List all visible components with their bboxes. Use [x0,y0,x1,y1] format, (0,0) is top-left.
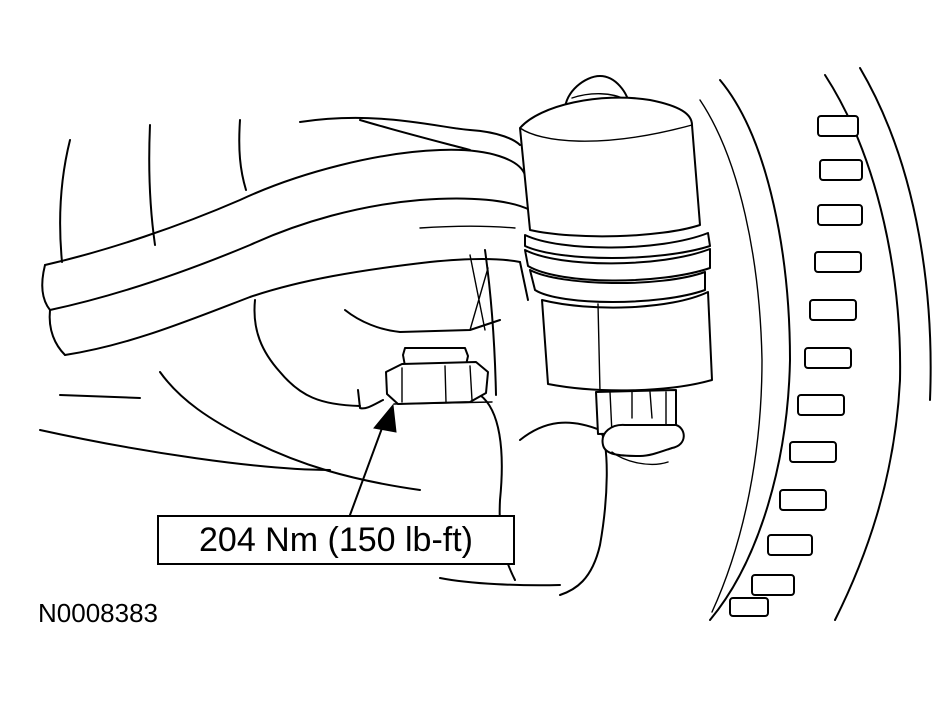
hex-nut-icon [385,347,493,405]
rotor-vent-slots [729,115,863,617]
torque-specification-label: 204 Nm (150 lb-ft) [199,520,473,559]
steering-knuckle-outline [39,116,608,596]
figure-reference-id: N0008383 [38,598,158,628]
arrow-up-right-icon [349,403,397,516]
brake-rotor [699,67,932,621]
upper-control-arm [41,148,531,356]
ball-joint [519,75,713,466]
torque-callout-box: 204 Nm (150 lb-ft) [157,515,515,565]
